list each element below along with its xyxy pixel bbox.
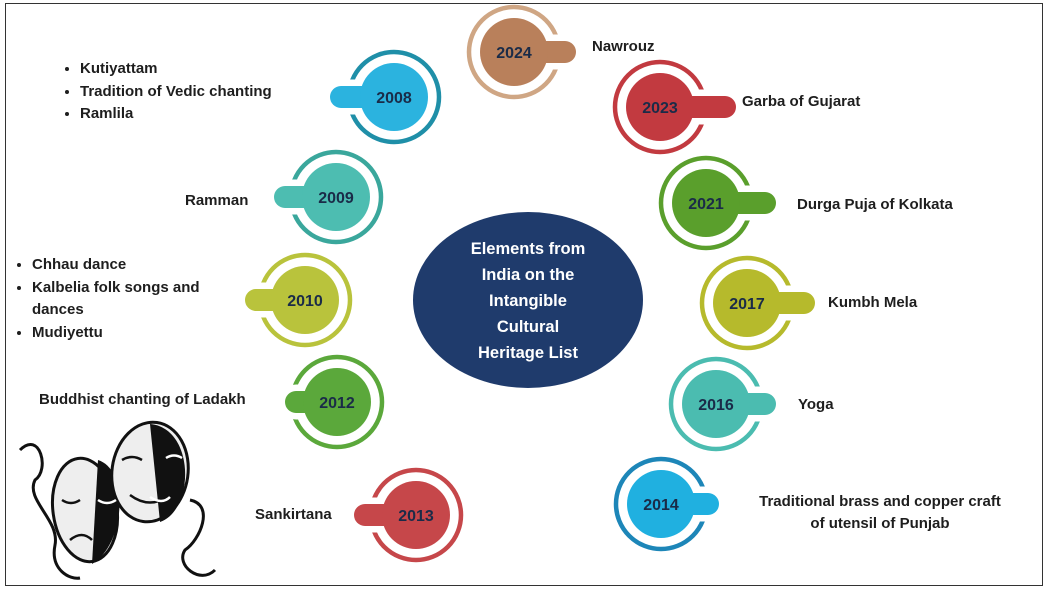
label-2014: Traditional brass and copper craft of ut… <box>738 491 1022 535</box>
node-disc <box>360 63 428 131</box>
element-name: Tradition of Vedic chanting <box>80 81 272 104</box>
element-name: Nawrouz <box>592 38 655 55</box>
title-line: Elements from <box>470 240 586 258</box>
element-name: Mudiyettu <box>32 322 244 345</box>
year-label: 2016 <box>698 397 734 414</box>
node-disc <box>672 169 740 237</box>
label-2023: Garba of Gujarat <box>742 91 860 113</box>
year-node-2024: 2024 <box>466 4 583 100</box>
element-name: Garba of Gujarat <box>742 93 861 110</box>
year-node-2021: 2021 <box>658 155 783 251</box>
year-node-2014: 2014 <box>613 456 726 552</box>
label-2016: Yoga <box>798 394 834 416</box>
element-name: Yoga <box>798 396 834 413</box>
element-name: Chhau dance <box>32 254 244 277</box>
year-node-2013: 2013 <box>347 467 464 563</box>
year-node-2017: 2017 <box>699 255 822 351</box>
title-line: Heritage List <box>478 344 578 362</box>
year-label: 2012 <box>319 395 355 412</box>
year-label: 2013 <box>398 508 434 525</box>
node-disc <box>627 470 695 538</box>
year-label: 2010 <box>287 293 323 310</box>
label-2024: Nawrouz <box>592 36 655 58</box>
node-disc <box>271 266 339 334</box>
year-label: 2021 <box>688 196 724 213</box>
label-2009: Ramman <box>185 190 248 212</box>
title-line: Cultural <box>496 318 560 336</box>
node-disc <box>382 481 450 549</box>
year-node-2009: 2009 <box>267 149 384 245</box>
year-label: 2017 <box>729 296 765 313</box>
node-disc <box>626 73 694 141</box>
element-name: Kumbh Mela <box>828 294 918 311</box>
label-2012: Buddhist chanting of Ladakh <box>39 389 246 411</box>
year-node-2023: 2023 <box>612 59 743 155</box>
element-name: Sankirtana <box>255 506 332 523</box>
year-label: 2008 <box>376 90 412 107</box>
node-disc <box>682 370 750 438</box>
element-name: Buddhist chanting of Ladakh <box>39 391 246 408</box>
year-node-2012: 2012 <box>278 354 385 450</box>
node-disc <box>302 163 370 231</box>
year-node-2008: 2008 <box>323 49 442 145</box>
center-ellipse <box>413 212 643 388</box>
year-label: 2024 <box>496 45 532 62</box>
node-disc <box>713 269 781 337</box>
element-name: Durga Puja of Kolkata <box>797 196 953 213</box>
element-name: Kutiyattam <box>80 58 272 81</box>
theatre-masks-icon <box>18 420 217 580</box>
center-title: Elements from India on the Intangible Cu… <box>433 236 623 366</box>
element-name: Kalbelia folk songs and dances <box>32 277 244 322</box>
year-label: 2009 <box>318 190 354 207</box>
element-name: Traditional brass and copper craft <box>759 493 1001 510</box>
node-disc <box>480 18 548 86</box>
infographic-frame <box>5 3 1043 586</box>
title-line: India on the <box>481 266 575 284</box>
title-line: Intangible <box>489 292 567 310</box>
label-2008: Kutiyattam Tradition of Vedic chanting R… <box>62 58 272 126</box>
label-2017: Kumbh Mela <box>828 292 917 314</box>
element-name: of utensil of Punjab <box>810 515 950 532</box>
year-node-2010: 2010 <box>238 252 353 348</box>
year-node-2016: 2016 <box>668 356 783 452</box>
label-2013: Sankirtana <box>255 504 332 526</box>
label-2021: Durga Puja of Kolkata <box>797 194 953 216</box>
element-name: Ramman <box>185 192 249 209</box>
year-label: 2023 <box>642 100 678 117</box>
element-name: Ramlila <box>80 103 272 126</box>
year-label: 2014 <box>643 497 679 514</box>
node-disc <box>303 368 371 436</box>
label-2010: Chhau dance Kalbelia folk songs and danc… <box>14 254 244 344</box>
